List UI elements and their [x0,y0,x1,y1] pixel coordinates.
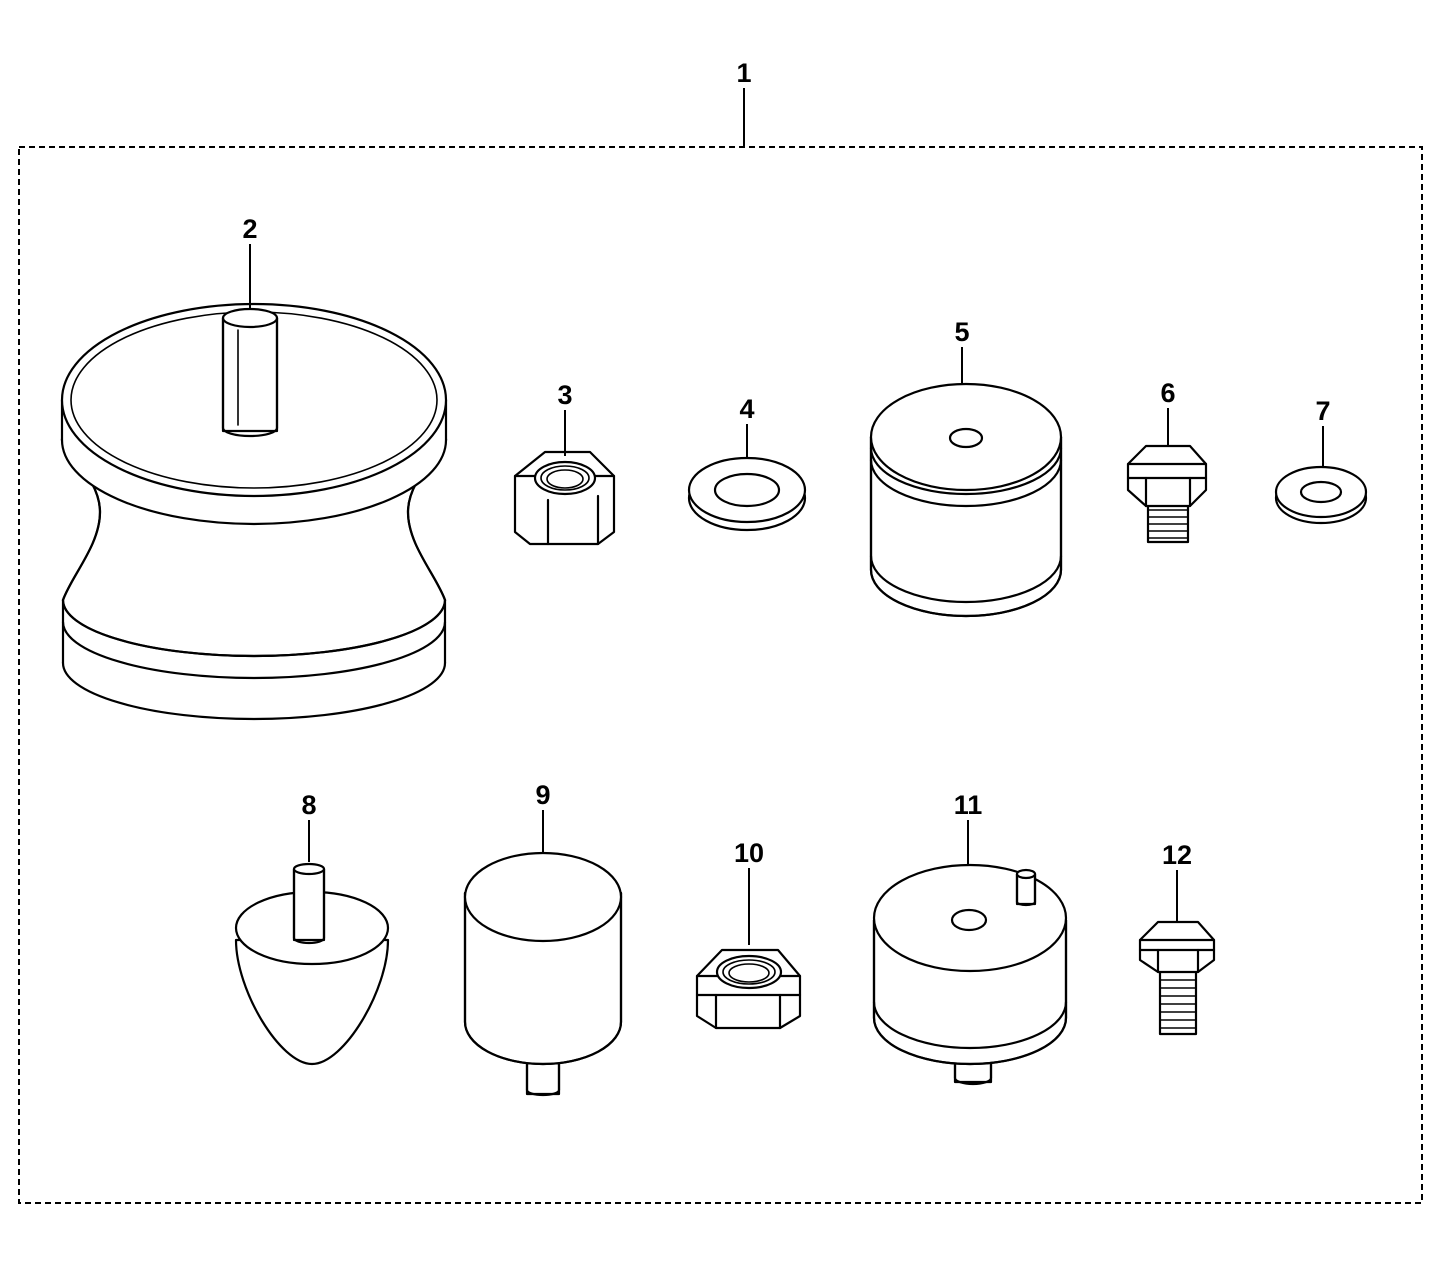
cylindrical-mount-with-stud-icon[interactable] [463,851,623,1097]
large-anti-vibration-mount-icon[interactable] [60,302,448,721]
kit-callout-label: 1 [736,58,751,88]
callout-11: 11 [954,790,983,820]
callout-6: 6 [1160,378,1175,408]
callout-9: 9 [535,780,550,810]
flat-washer-icon[interactable] [687,456,807,532]
hex-nut-small-icon[interactable] [695,948,802,1030]
hex-bolt-short-icon[interactable] [1126,444,1208,544]
cylindrical-rubber-mount-icon[interactable] [869,382,1063,618]
callout-10: 10 [734,838,764,868]
hex-bolt-long-icon[interactable] [1138,920,1216,1036]
rubber-mount-with-pin-icon[interactable] [872,863,1068,1086]
callout-12: 12 [1162,840,1192,870]
hex-nut-icon[interactable] [513,450,616,546]
kit-dashed-frame [18,146,1423,1204]
callout-3: 3 [557,380,572,410]
kit-group: 1 [18,58,1423,1204]
small-washer-icon[interactable] [1274,465,1368,525]
callout-5: 5 [954,317,969,347]
callout-7: 7 [1315,396,1330,426]
callout-2: 2 [242,214,257,244]
conical-bump-stop-icon[interactable] [234,862,390,1066]
callout-4: 4 [739,394,754,424]
callout-8: 8 [301,790,316,820]
